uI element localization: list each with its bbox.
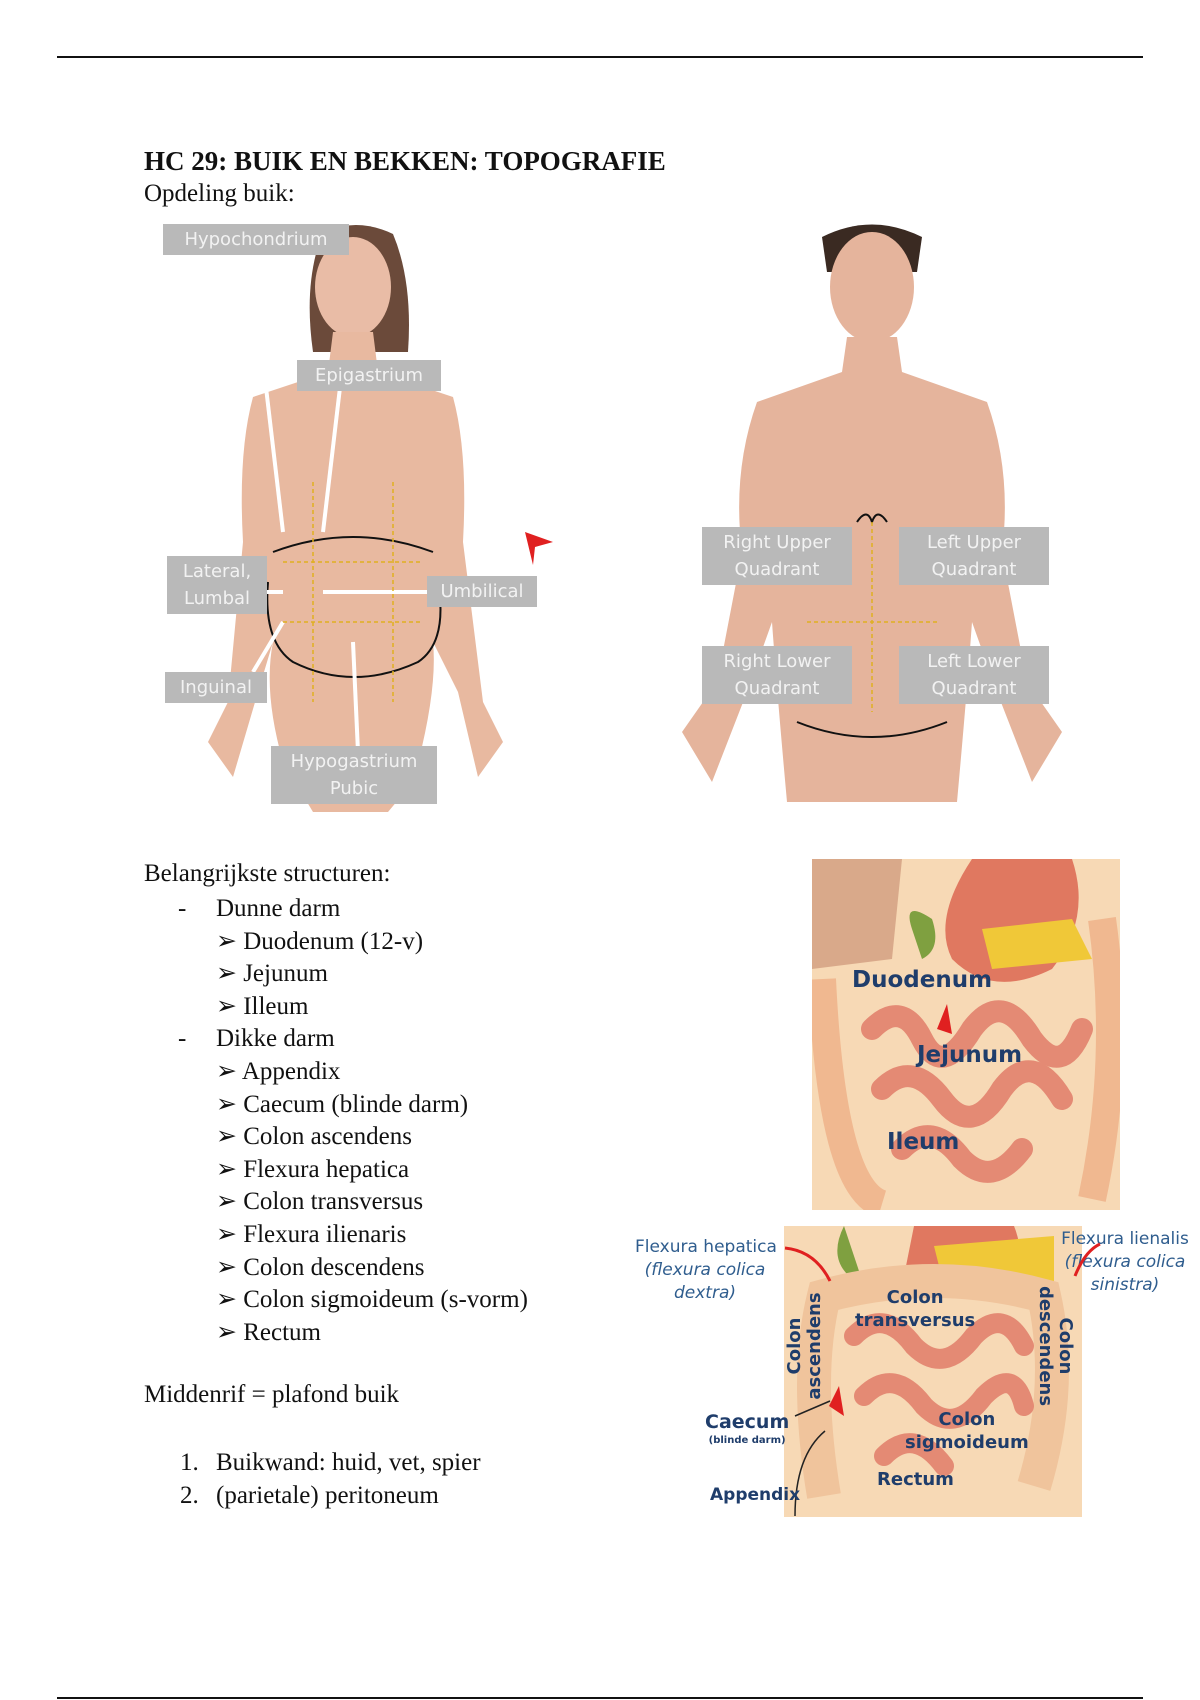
- label-jejunum: Jejunum: [917, 1042, 1023, 1068]
- label-epigastrium: Epigastrium: [297, 360, 441, 391]
- list-item: ➢ Flexura ilienaris: [216, 1220, 407, 1248]
- label-lateral-lumbal: Lateral,Lumbal: [167, 556, 267, 614]
- top-rule: [57, 56, 1143, 58]
- colon-image: Flexura hepatica (flexura colica dextra)…: [635, 1226, 1189, 1517]
- bottom-rule: [57, 1697, 1143, 1699]
- list-item: ➢ Colon transversus: [216, 1188, 424, 1216]
- label-inguinal: Inguinal: [165, 672, 267, 703]
- label-colon-ascendens: Colon ascendens: [784, 1292, 825, 1400]
- numbered-list: 1.Buikwand: huid, vet, spier 2.(parietal…: [180, 1446, 481, 1512]
- group-dunne-darm: -Dunne darm: [178, 895, 341, 922]
- label-caecum: Caecum (blinde darm): [705, 1411, 790, 1446]
- list-item: ➢ Jejunum: [216, 960, 328, 988]
- label-umbilical: Umbilical: [427, 576, 537, 607]
- numbered-item: 2.(parietale) peritoneum: [180, 1482, 439, 1509]
- label-hypochondrium: Hypochondrium: [163, 224, 349, 255]
- male-body-illustration: [682, 224, 1062, 802]
- label-appendix: Appendix: [710, 1485, 801, 1505]
- list-item: ➢ Colon ascendens: [216, 1123, 412, 1151]
- list-item: ➢ Flexura hepatica: [216, 1155, 410, 1183]
- subtitle: Opdeling buik:: [144, 180, 295, 207]
- group-dikke-darm: -Dikke darm: [178, 1025, 335, 1053]
- list-item: ➢ Appendix: [216, 1057, 341, 1085]
- colon-illustration: [797, 1226, 1069, 1499]
- small-intestine-image: Duodenum Jejunum Ileum: [812, 859, 1120, 1210]
- female-body-illustration: [208, 224, 553, 812]
- list-item: ➢ Colon sigmoideum (s-vorm): [216, 1286, 528, 1314]
- list-item: ➢ Illeum: [216, 992, 309, 1020]
- list-item: ➢ Duodenum (12-v): [216, 927, 424, 955]
- label-colon-transversus: Colon transversus: [855, 1287, 976, 1331]
- label-duodenum: Duodenum: [852, 967, 993, 993]
- structures-list: -Dunne darm ➢ Duodenum (12-v) ➢ Jejunum …: [178, 893, 528, 1349]
- middenrif-note: Middenrif = plafond buik: [144, 1381, 400, 1408]
- colon-arrows: [784, 1242, 1101, 1517]
- colon-background: [784, 1226, 1082, 1517]
- female-body-figure: Hypochondrium Epigastrium Lateral,Lumbal…: [163, 222, 553, 817]
- label-ileum: Ileum: [887, 1129, 960, 1155]
- page-title: HC 29: BUIK EN BEKKEN: TOPOGRAFIE: [144, 146, 666, 176]
- small-intestine-illustration: [812, 859, 1120, 1210]
- structures-heading: Belangrijkste structuren:: [144, 860, 391, 887]
- label-colon-sigmoideum: Colon sigmoideum: [905, 1409, 1029, 1453]
- label-rectum: Rectum: [877, 1469, 954, 1490]
- label-flexura-lienalis: Flexura lienalis (flexura colica sinistr…: [1061, 1229, 1189, 1295]
- label-flexura-hepatica: Flexura hepatica (flexura colica dextra): [635, 1237, 777, 1303]
- label-colon-descendens: Colon descendens: [1035, 1285, 1076, 1407]
- list-item: ➢ Rectum: [216, 1318, 321, 1346]
- numbered-item: 1.Buikwand: huid, vet, spier: [180, 1449, 481, 1476]
- list-item: ➢ Caecum (blinde darm): [216, 1090, 469, 1118]
- list-item: ➢ Colon descendens: [216, 1253, 425, 1281]
